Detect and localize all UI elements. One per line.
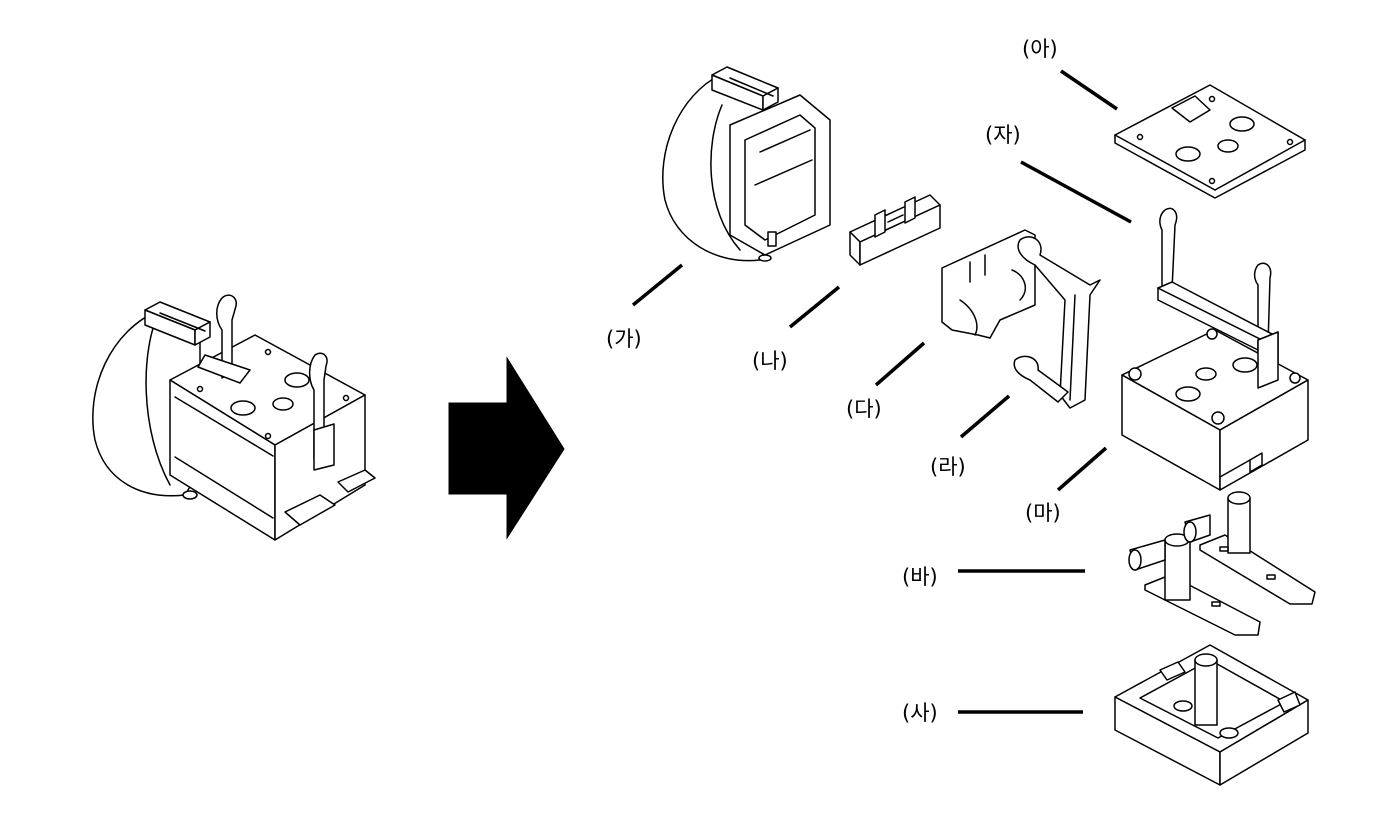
label-ma: (마) <box>1025 501 1061 525</box>
leader-line-ga <box>631 263 684 307</box>
part-ma-main-block <box>1121 328 1309 491</box>
part-ga-round-cap <box>662 66 831 262</box>
leader-line-na <box>788 285 841 329</box>
leader-line-da <box>874 341 926 387</box>
part-a-top-plate <box>1114 84 1306 199</box>
label-da: (다) <box>846 397 882 421</box>
label-ra: (라) <box>930 455 966 479</box>
label-sa: (사) <box>902 701 938 725</box>
part-sa-base <box>1114 644 1309 786</box>
part-na-bracket <box>849 194 941 266</box>
leader-line-a <box>1060 69 1118 111</box>
part-da-plate <box>941 229 1036 339</box>
label-na: (나) <box>752 349 788 373</box>
assembled-unit <box>92 294 376 541</box>
label-ga: (가) <box>606 327 642 351</box>
part-ra-spring-clip <box>1013 236 1101 409</box>
label-ja: (자) <box>985 123 1021 147</box>
leader-line-ja <box>1020 160 1132 224</box>
part-ba-terminals <box>1128 491 1316 636</box>
label-ba: (바) <box>902 565 938 589</box>
label-a: (아) <box>1022 37 1058 61</box>
direction-arrow <box>448 356 565 540</box>
leader-line-ra <box>959 394 1011 439</box>
leader-line-ma <box>1056 446 1108 492</box>
